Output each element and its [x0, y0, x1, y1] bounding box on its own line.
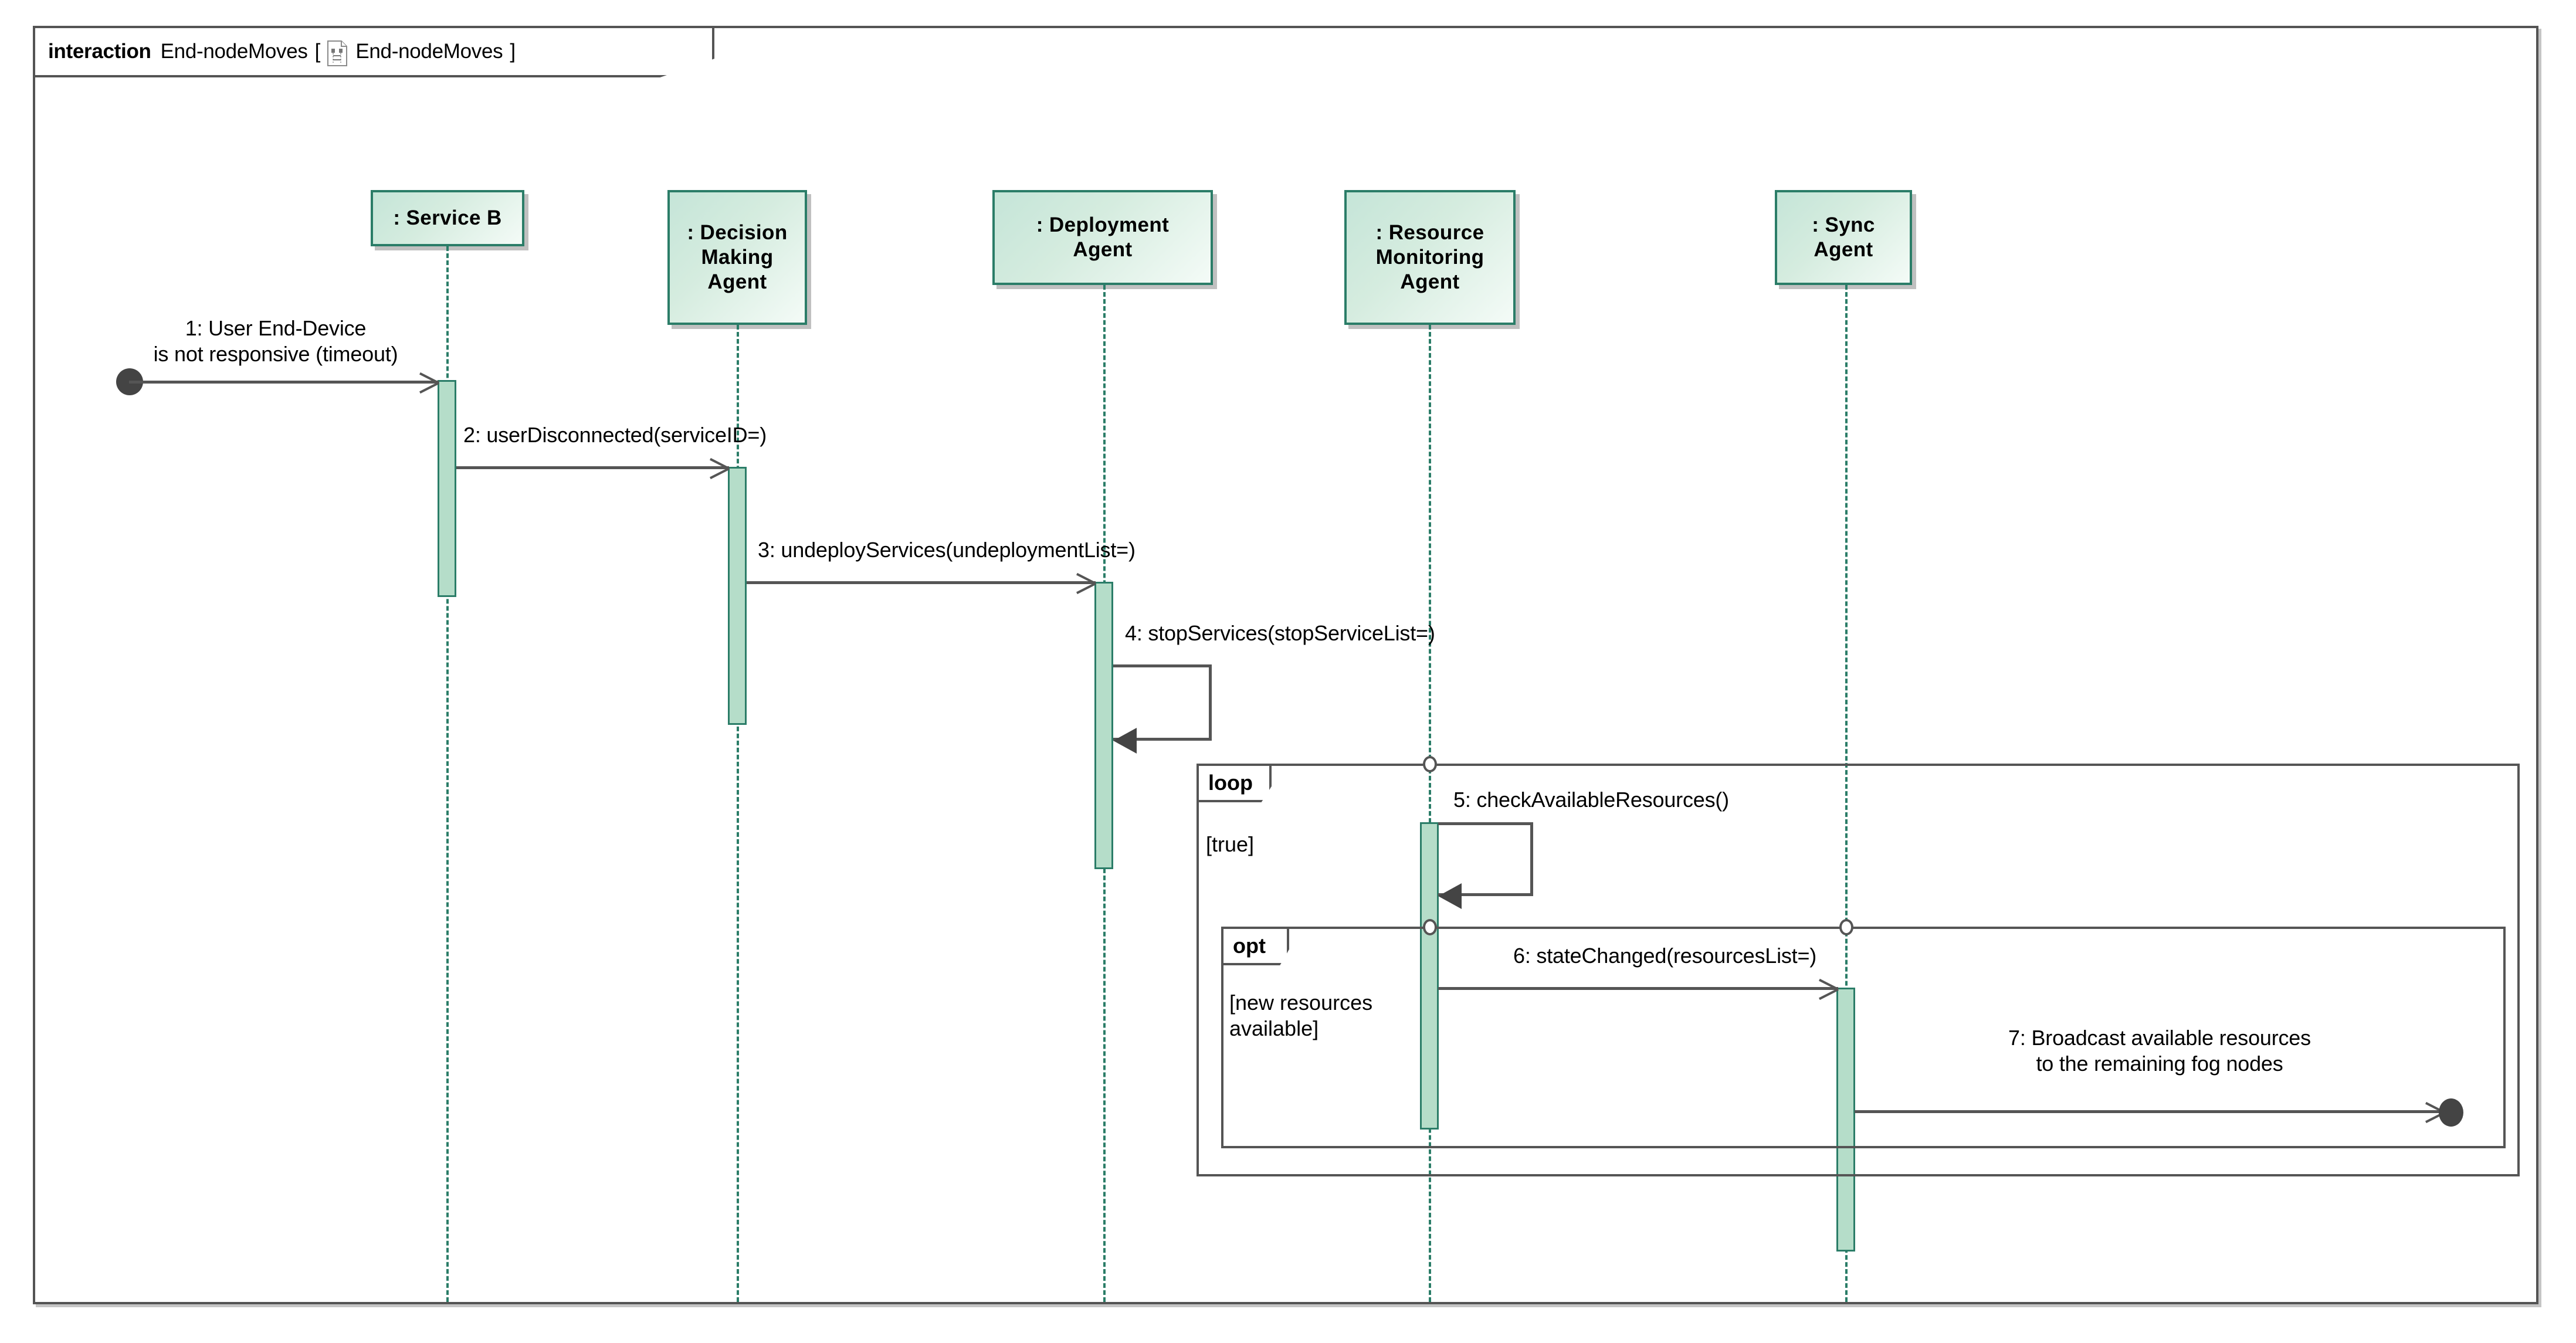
opt-gate-circle-resource-monitoring: [1423, 919, 1437, 935]
lifeline-stem-service-b: [446, 246, 449, 1302]
message-label-1: 1: User End-Device is not responsive (ti…: [153, 316, 398, 366]
bracket-close: ]: [510, 40, 516, 63]
message-self-hook-4[interactable]: [1113, 664, 1212, 741]
loop-fragment-guard: [true]: [1206, 832, 1255, 856]
lifeline-stem-sync-agent: [1845, 285, 1848, 1302]
interaction-frame-tab: interaction End-nodeMoves [ End-nodeMove…: [35, 28, 714, 77]
opt-fragment-tab: opt: [1223, 929, 1289, 965]
lifeline-head-service-b[interactable]: : Service B: [371, 190, 524, 246]
loop-fragment-operator: loop: [1208, 771, 1253, 795]
lifeline-head-decision-making[interactable]: : Decision Making Agent: [667, 190, 807, 325]
opt-fragment-operator: opt: [1233, 934, 1266, 958]
bracket-open: [: [314, 40, 321, 63]
loop-gate-circle-resource-monitoring: [1423, 756, 1437, 772]
message-label-7: 7: Broadcast available resources to the …: [2008, 1026, 2311, 1076]
message-line-7[interactable]: [1855, 1110, 2445, 1113]
opt-gate-circle-sync-agent: [1839, 919, 1853, 935]
message-line-1[interactable]: [129, 381, 439, 384]
lifeline-label-sync-agent: : Sync Agent: [1812, 213, 1875, 261]
interaction-name: End-nodeMoves: [160, 40, 308, 63]
message-label-2: 2: userDisconnected(serviceID=): [463, 423, 767, 447]
lost-message-endpoint-7: [2439, 1098, 2463, 1127]
lifeline-label-service-b: : Service B: [393, 206, 502, 229]
lifeline-label-decision-making: : Decision Making Agent: [687, 221, 788, 293]
activation-deployment-agent[interactable]: [1094, 582, 1113, 869]
activation-resource-monitoring[interactable]: [1420, 822, 1439, 1130]
interaction-frame: interaction End-nodeMoves [ End-nodeMove…: [33, 26, 2538, 1304]
message-self-hook-5[interactable]: [1438, 822, 1533, 896]
activation-sync-agent[interactable]: [1836, 988, 1855, 1252]
message-label-6: 6: stateChanged(resourcesList=): [1513, 944, 1817, 968]
sequence-diagram-document-icon: [327, 40, 348, 66]
interaction-keyword: interaction: [48, 40, 151, 63]
opt-fragment-guard: [new resources available]: [1229, 991, 1373, 1040]
lifeline-label-resource-monitoring: : Resource Monitoring Agent: [1375, 221, 1484, 293]
interaction-ref-name: End-nodeMoves: [355, 40, 503, 63]
message-line-2[interactable]: [456, 466, 729, 469]
lifeline-label-deployment-agent: : Deployment Agent: [1036, 213, 1170, 261]
opt-fragment[interactable]: opt: [1221, 927, 2506, 1148]
message-line-6[interactable]: [1438, 987, 1838, 990]
message-label-5: 5: checkAvailableResources(): [1453, 788, 1729, 812]
lifeline-head-deployment-agent[interactable]: : Deployment Agent: [992, 190, 1213, 285]
loop-fragment[interactable]: loop: [1197, 764, 2520, 1176]
activation-service-b[interactable]: [438, 380, 456, 597]
loop-fragment-tab: loop: [1199, 766, 1272, 802]
message-arrowhead-5: [1438, 883, 1462, 909]
message-arrowhead-4: [1113, 728, 1137, 754]
lifeline-head-resource-monitoring[interactable]: : Resource Monitoring Agent: [1344, 190, 1516, 325]
message-label-4: 4: stopServices(stopServiceList=): [1125, 621, 1435, 645]
lifeline-stem-resource-monitoring: [1429, 325, 1431, 1302]
activation-decision-making[interactable]: [728, 467, 747, 725]
lifeline-stem-decision-making: [737, 325, 739, 1302]
lifeline-head-sync-agent[interactable]: : Sync Agent: [1775, 190, 1912, 285]
message-line-3[interactable]: [747, 581, 1096, 584]
message-label-3: 3: undeployServices(undeploymentList=): [758, 538, 1136, 562]
